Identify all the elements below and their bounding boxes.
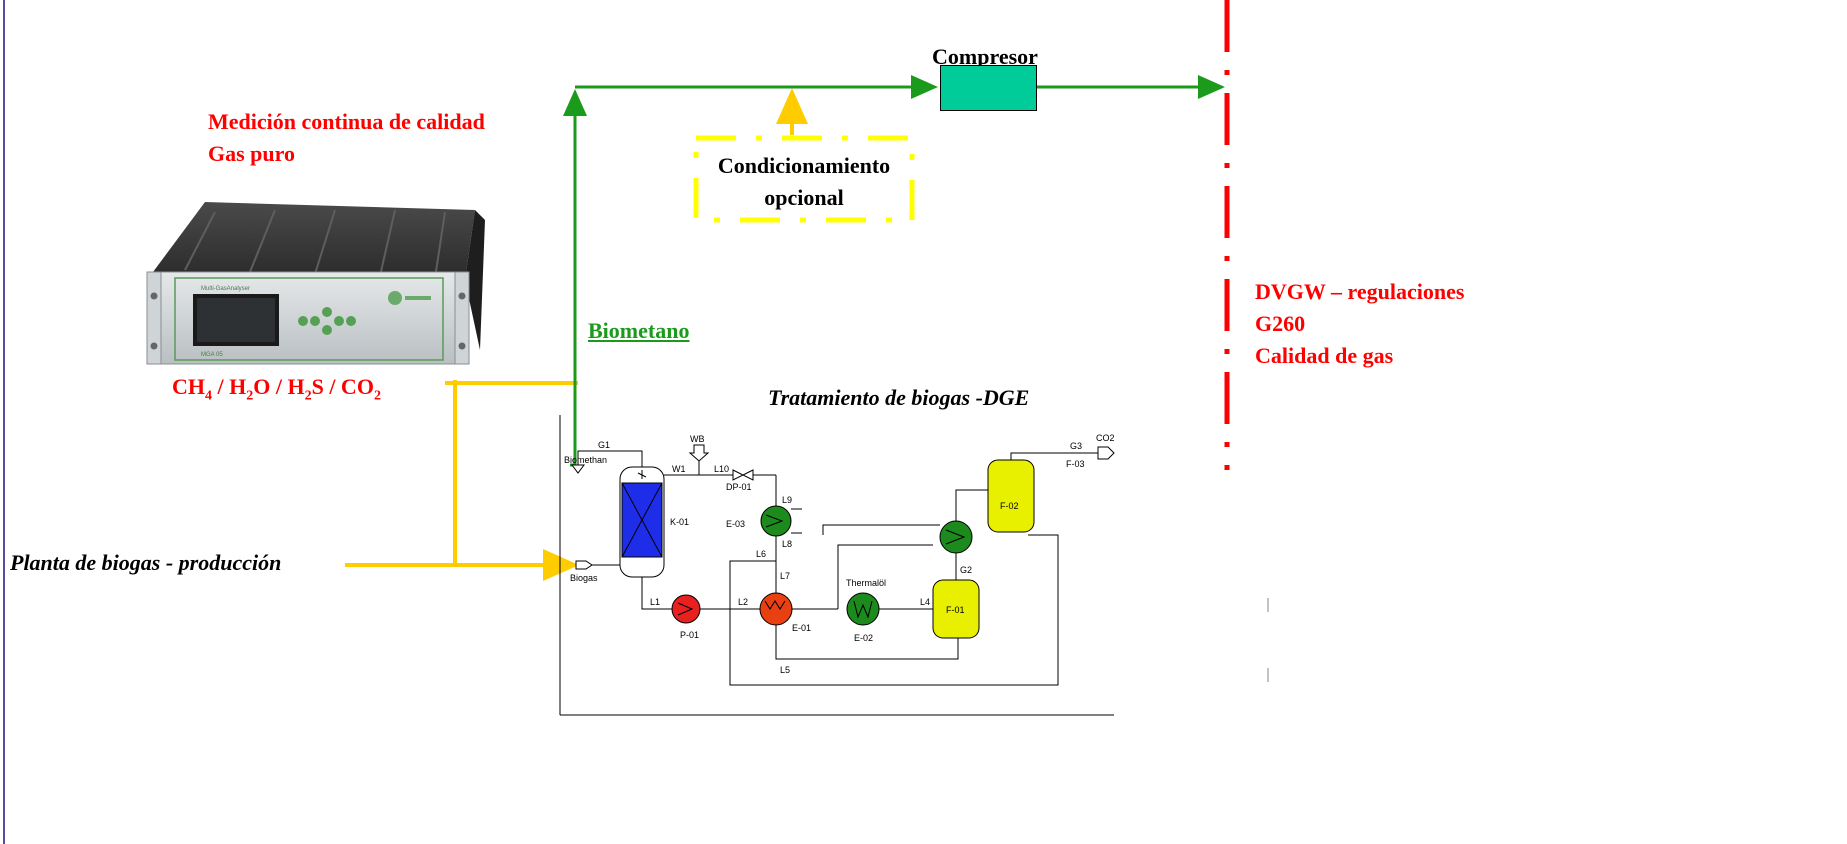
svg-text:CO2: CO2 xyxy=(1096,433,1115,443)
svg-text:L2: L2 xyxy=(738,597,748,607)
svg-text:E-02: E-02 xyxy=(854,633,873,643)
svg-text:F-03: F-03 xyxy=(1066,459,1085,469)
svg-text:F-02: F-02 xyxy=(1000,501,1019,511)
svg-text:K-01: K-01 xyxy=(670,517,689,527)
pid-schematic: G1 WB W1 L10 DP-01 L9 E-03 L8 L6 L7 K-01… xyxy=(559,415,1115,716)
regulations-line2: G260 xyxy=(1255,311,1306,336)
svg-text:Biomethan: Biomethan xyxy=(564,455,607,465)
regulations-line3: Calidad de gas xyxy=(1255,343,1394,368)
measurement-line2: Gas puro xyxy=(208,141,296,166)
svg-text:W1: W1 xyxy=(672,464,686,474)
svg-text:L9: L9 xyxy=(782,495,792,505)
svg-text:L1: L1 xyxy=(650,597,660,607)
conditioning-dashed-box xyxy=(693,135,915,223)
biogas-plant-label: Planta de biogas - producción xyxy=(10,550,282,575)
biomethane-label: Biometano xyxy=(588,318,690,343)
svg-text:Biogas: Biogas xyxy=(570,573,598,583)
analyzer-brand: Multi-GasAnalyser xyxy=(201,286,250,292)
svg-text:P-01: P-01 xyxy=(680,630,699,640)
frame-border xyxy=(3,0,5,844)
svg-text:WB: WB xyxy=(690,434,705,444)
gas-analyzer-image: Multi-GasAnalyser MGA 05 xyxy=(146,202,485,365)
conditioning-line2: opcional xyxy=(764,185,844,210)
svg-text:G1: G1 xyxy=(598,440,610,450)
treatment-label: Tratamiento de biogas -DGE xyxy=(768,385,1030,410)
analyzer-model: MGA 05 xyxy=(201,352,223,358)
conditioning-label: Condicionamiento opcional xyxy=(693,150,915,214)
compressor-box xyxy=(940,65,1037,111)
gas-components-formula: CH4 / H2O / H2S / CO2 xyxy=(172,374,381,404)
svg-text:F-01: F-01 xyxy=(946,605,965,615)
svg-text:L7: L7 xyxy=(780,571,790,581)
svg-text:L6: L6 xyxy=(756,549,766,559)
svg-text:G2: G2 xyxy=(960,565,972,575)
svg-text:DP-01: DP-01 xyxy=(726,482,752,492)
svg-text:L5: L5 xyxy=(780,665,790,675)
compressor-label: Compresor xyxy=(932,44,1038,69)
regulations-text: DVGW – regulaciones G260 Calidad de gas xyxy=(1255,276,1464,372)
svg-text:E-03: E-03 xyxy=(726,519,745,529)
regulations-line1: DVGW – regulaciones xyxy=(1255,279,1465,304)
svg-text:L8: L8 xyxy=(782,539,792,549)
svg-text:L10: L10 xyxy=(714,464,729,474)
svg-text:G3: G3 xyxy=(1070,441,1082,451)
measurement-title: Medición continua de calidad Gas puro xyxy=(208,106,485,170)
measurement-line1: Medición continua de calidad xyxy=(208,109,485,134)
svg-text:L4: L4 xyxy=(920,597,930,607)
column-k01 xyxy=(619,466,665,578)
svg-text:E-01: E-01 xyxy=(792,623,811,633)
svg-text:Thermalöl: Thermalöl xyxy=(846,578,886,588)
conditioning-line1: Condicionamiento xyxy=(717,153,891,178)
